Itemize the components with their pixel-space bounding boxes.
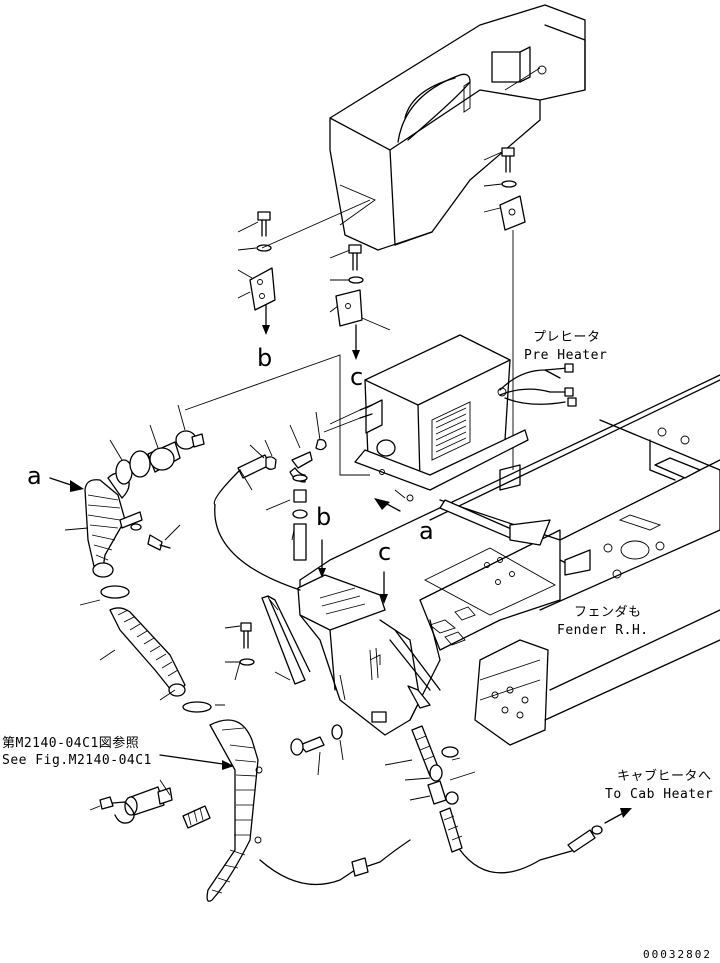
cab-heater-label-jp: キャブヒータへ xyxy=(617,769,712,784)
bolt-set-right-bracket xyxy=(483,147,526,470)
water-pump xyxy=(89,779,211,829)
bolt-set-mid-left xyxy=(224,622,344,776)
cab-heater-cable xyxy=(213,469,632,886)
air-duct-upper xyxy=(84,430,205,578)
callout-c-mid: c xyxy=(378,538,392,566)
fender-label-en: Fender R.H. xyxy=(557,623,649,638)
bolt-set-c-bracket xyxy=(329,244,391,360)
callout-a-left: a xyxy=(27,462,42,490)
lower-housing xyxy=(261,574,441,736)
leader-arrows xyxy=(49,404,401,770)
air-duct-lower xyxy=(100,585,263,902)
top-cover-panel xyxy=(329,4,586,251)
callout-b-top: b xyxy=(257,344,273,372)
chassis-frame xyxy=(299,374,720,746)
callout-a-right: a xyxy=(419,517,434,545)
pre-heater-label-jp: プレヒータ xyxy=(533,330,601,345)
cab-heater-label-en: To Cab Heater xyxy=(605,787,714,802)
pre-heater-box xyxy=(354,334,577,502)
leader-line xyxy=(261,199,371,249)
figure-ref-jp: 第M2140-04C1図参照 xyxy=(2,736,140,751)
pipe-fittings xyxy=(237,404,373,561)
bolt-set-b-bracket xyxy=(237,211,276,335)
callout-c-top: c xyxy=(350,363,364,391)
leader-line xyxy=(184,354,370,476)
callout-b-mid: b xyxy=(316,503,332,531)
pre-heater-label-en: Pre Heater xyxy=(524,348,608,363)
drawing-number: 00032802 xyxy=(643,948,712,961)
figure-ref-en: See Fig.M2140-04C1 xyxy=(2,753,152,768)
fender-label-jp: フェンダも xyxy=(574,605,642,620)
